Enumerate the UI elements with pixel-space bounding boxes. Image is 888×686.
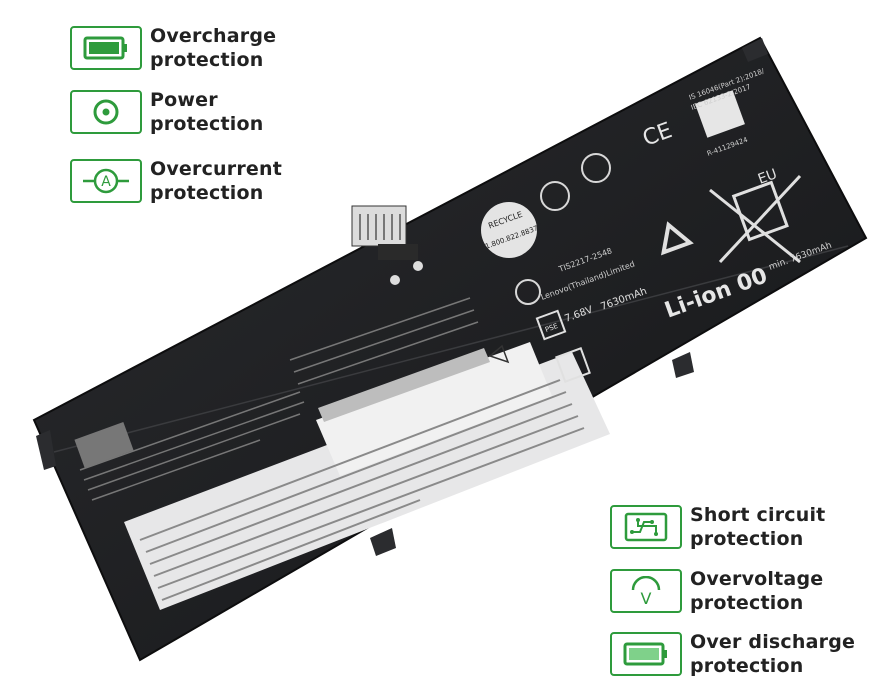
overvoltage-icon-box: V [610, 569, 682, 613]
crossed-bin-icon [709, 174, 802, 264]
svg-text:EU: EU [756, 166, 779, 188]
feature-overvoltage: V Overvoltage protection [610, 567, 823, 615]
feature-over-discharge: Over discharge protection [610, 630, 855, 678]
recycle-arrows-icon [660, 221, 694, 256]
overcurrent-label: Overcurrent protection [150, 158, 283, 204]
feature-overcharge: Overcharge protection [70, 24, 276, 72]
recycle-seal [481, 202, 537, 258]
svg-text:PSE: PSE [544, 322, 559, 334]
feature-short-circuit: Short circuit protection [610, 503, 825, 551]
short-circuit-icon-box [610, 505, 682, 549]
feature-overcurrent: A Overcurrent protection [70, 157, 282, 205]
battery-full-icon [83, 36, 127, 60]
battery-discharge-icon [623, 642, 667, 666]
overcharge-icon-box [70, 26, 142, 70]
over-discharge-label: Over discharge protection [690, 631, 856, 677]
overvoltage-label: Overvoltage protection [690, 568, 824, 614]
svg-text:A: A [101, 174, 111, 190]
overcharge-label: Overcharge protection [150, 25, 277, 71]
overcurrent-icon-box: A [70, 159, 142, 203]
voltmeter-icon: V [631, 576, 661, 606]
power-label: Power protection [150, 89, 264, 135]
power-icon-box [70, 90, 142, 134]
circuit-board-icon [624, 512, 668, 542]
power-circle-icon [93, 99, 119, 125]
feature-power: Power protection [70, 88, 263, 136]
svg-text:V: V [641, 589, 652, 606]
ammeter-icon: A [83, 168, 129, 194]
short-circuit-label: Short circuit protection [690, 504, 826, 550]
over-discharge-icon-box [610, 632, 682, 676]
